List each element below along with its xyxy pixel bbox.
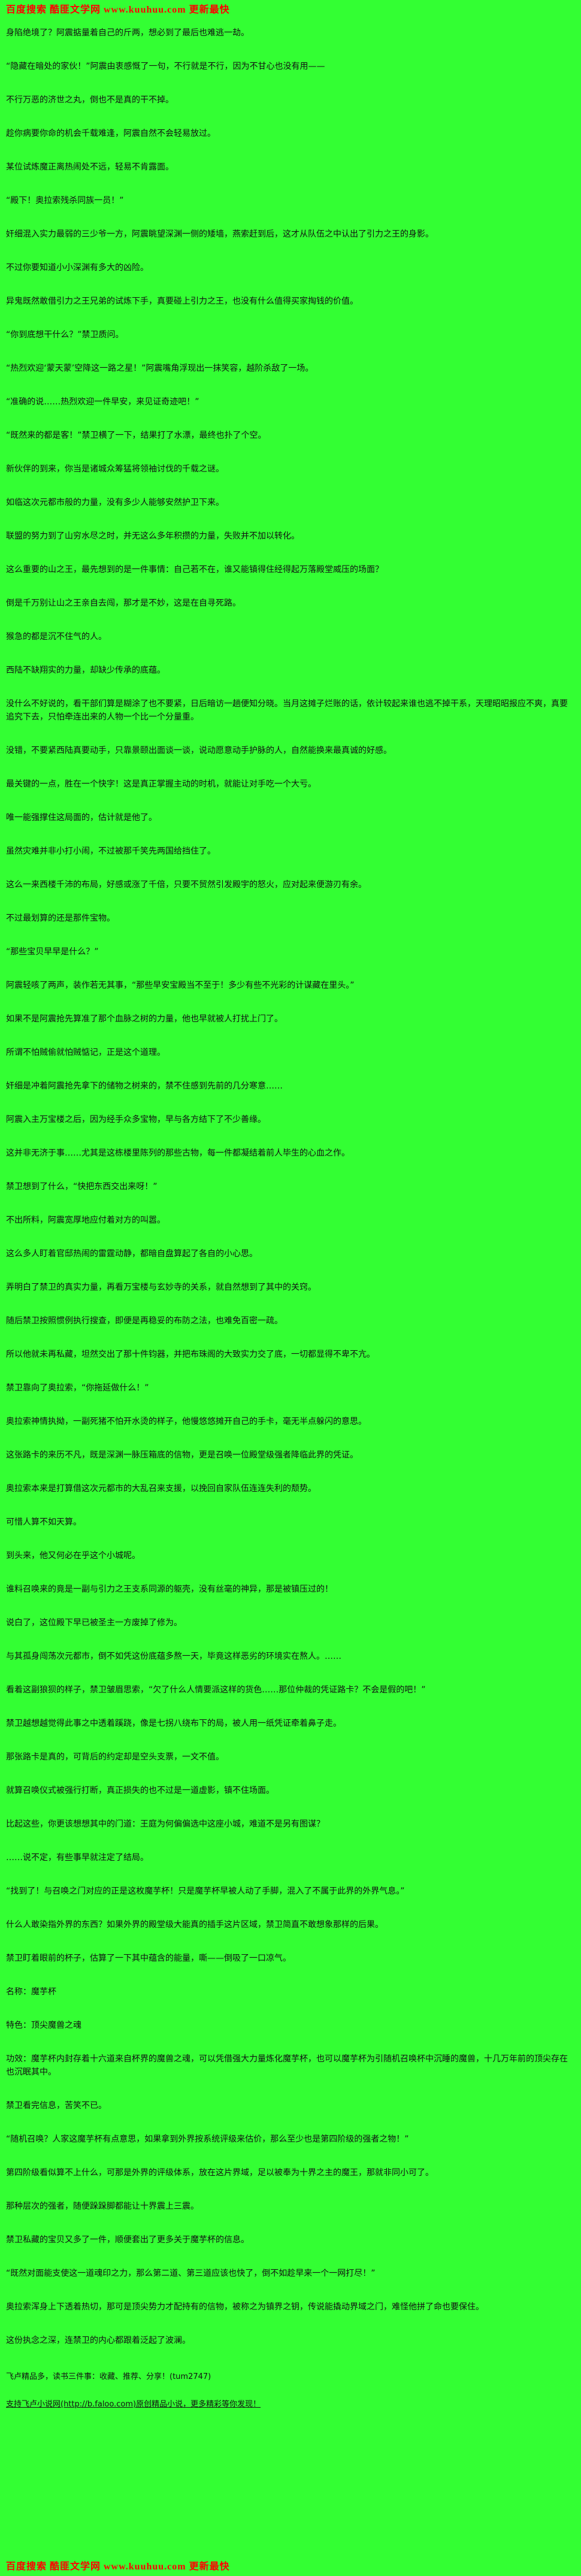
paragraph: 奥拉索神情执拗，一副死猪不怕开水烫的样子，他慢悠悠摊开自己的手卡，毫无半点躲闪的… bbox=[6, 1417, 367, 1426]
paragraph: 比起这些，你更该想想其中的门道：王庭为何偏偏选中这座小城，难道不是另有图谋？ bbox=[6, 1819, 325, 1829]
paragraph: 最关键的一点，胜在一个快字！这是真正掌握主动的时机，就能让对手吃一个大亏。 bbox=[6, 779, 316, 789]
paragraph: 西陆不缺翔实的力量，却缺少传承的底蕴。 bbox=[6, 666, 165, 675]
paragraph: 与其孤身闯荡次元都市，倒不如凭这份底蕴多熬一天，毕竟这样恶劣的环境实在熬人。…… bbox=[6, 1652, 341, 1661]
paragraph: 猴急的都是沉不住气的人。 bbox=[6, 632, 107, 642]
paragraph: 奸细混入实力最弱的三少爷一方，阿震眺望深渊一侧的矮墙，燕索赶到后，这才从队伍之中… bbox=[6, 229, 434, 239]
paragraph: 随后禁卫按照惯例执行搜查，即便是再稳妥的布防之法，也难免百密一疏。 bbox=[6, 1316, 283, 1326]
promo-faloo-link[interactable]: 支持飞卢小说网(http://b.faloo.com)原创精品小说，更多精彩等你… bbox=[6, 2400, 261, 2409]
paragraph: “既然对面能支使这一道魂印之力，那么第二道、第三道应该也快了，倒不如趁早来一个一… bbox=[6, 2269, 376, 2278]
paragraph: 这份执念之深，连禁卫的内心都跟着泛起了波澜。 bbox=[6, 2336, 190, 2345]
promo-share-line: 飞卢精品多，读书三件事：收藏、推荐、分享！(tum2747) bbox=[6, 2372, 211, 2381]
paragraph: 可惜人算不如天算。 bbox=[6, 1517, 81, 1527]
paragraph: “隐藏在暗处的家伙！”阿震由衷感慨了一句，不行就是不行，因为不甘心也没有用—— bbox=[6, 62, 325, 71]
paragraph: “那些宝贝早早是什么？” bbox=[6, 947, 99, 957]
paragraph: ……说不定，有些事早就注定了结局。 bbox=[6, 1853, 149, 1863]
paragraph: 禁卫私藏的宝贝又多了一件，顺便套出了更多关于魔芋杯的信息。 bbox=[6, 2235, 249, 2245]
article-body: 身陷绝境了？阿震掂量着自己的斤两，想必到了最后也难逃一劫。 “隐藏在暗处的家伙！”… bbox=[6, 26, 575, 2368]
paragraph: 没错，不要紧西陆真要动手，只靠景颐出面谈一谈，说动愿意动手护脉的人，自然能换来最… bbox=[6, 746, 392, 755]
paragraph: 到头来，他又何必在乎这个小城呢。 bbox=[6, 1551, 140, 1561]
paragraph: 弄明白了禁卫的真实力量，再看万宝楼与玄妙寺的关系，就自然想到了其中的关窍。 bbox=[6, 1283, 316, 1292]
paragraph: “既然来的都是客！”禁卫横了一下，结果打了水漂，最终也扑了个空。 bbox=[6, 431, 267, 440]
footer-site-banner[interactable]: 百度搜索 酷匪文学网 www.kuuhuu.com 更新最快 bbox=[6, 2562, 230, 2572]
paragraph: 某位试炼魔正离热闹处不远，轻易不肯露面。 bbox=[6, 162, 174, 172]
paragraph: 所谓不怕贼偷就怕贼惦记，正是这个道理。 bbox=[6, 1048, 165, 1057]
paragraph: 所以他就未再私藏，坦然交出了那十件钧器，并把布珠阁的大致实力交了底，一切都显得不… bbox=[6, 1350, 375, 1359]
paragraph: 禁卫盯着眼前的杯子，估算了一下其中蕴含的能量，嘶——倒吸了一口凉气。 bbox=[6, 1954, 291, 1963]
paragraph: 阿震入主万宝楼之后，因为经手众多宝物，早与各方结下了不少善缘。 bbox=[6, 1115, 266, 1124]
paragraph: “找到了！与召唤之门对应的正是这枚魔芋杯！只是魔芋杯早被人动了手脚，混入了不属于… bbox=[6, 1886, 405, 1896]
paragraph: 什么人敢染指外界的东西？如果外界的殿堂级大能真的插手这片区域，禁卫简直不敢想象那… bbox=[6, 1920, 383, 1930]
paragraph: 这么一来西楼千沛的布局，好感或涨了千倍，只要不贸然引发殿宇的怒火，应对起来便游刃… bbox=[6, 880, 367, 890]
paragraph: 唯一能强撑住这局面的，估计就是他了。 bbox=[6, 813, 157, 823]
paragraph: 禁卫看完信息，苦笑不已。 bbox=[6, 2101, 107, 2111]
paragraph: 名称：魔芋杯 bbox=[6, 1987, 56, 1997]
paragraph: 阿震轻咳了两声，装作若无其事，“那些早安宝殿当不至于！多少有些不光彩的计谋藏在里… bbox=[6, 981, 355, 990]
paragraph: 那张路卡是真的，可背后的约定却是空头支票，一文不值。 bbox=[6, 1752, 224, 1762]
paragraph: 看着这副狼狈的样子，禁卫皱眉思索，“欠了什么人情要派这样的货色……那位仲裁的凭证… bbox=[6, 1685, 426, 1695]
paragraph: 这并非无济于事……尤其是这栋楼里陈列的那些古物，每一件都凝结着前人毕生的心血之作… bbox=[6, 1148, 350, 1158]
paragraph: 这么多人盯着官邸热闹的雷霆动静，都暗自盘算起了各自的小心思。 bbox=[6, 1249, 258, 1259]
paragraph: 禁卫想到了什么，“快把东西交出来呀！” bbox=[6, 1182, 158, 1192]
paragraph: 新伙伴的到来，你当是诸城众筹猛将领袖讨伐的千载之谜。 bbox=[6, 464, 224, 474]
paragraph: “随机召唤？人家这魔芋杯有点意思，如果拿到外界按系统评级来估价，那么至少也是第四… bbox=[6, 2134, 409, 2144]
paragraph: 这张路卡的来历不凡，既是深渊一脉压箱底的信物，更是召唤一位殿堂级强者降临此界的凭… bbox=[6, 1450, 358, 1460]
paragraph: 功效：魔芋杯内封存着十六道来自杯界的魔兽之魂，可以凭借强大力量炼化魔芋杯，也可以… bbox=[6, 2054, 568, 2077]
paragraph: 谁料召唤来的竟是一副与引力之王支系同源的躯壳，没有丝毫的神异，那是被镇压过的！ bbox=[6, 1585, 333, 1594]
paragraph: 如果不是阿震抢先算准了那个血脉之树的力量，他也早就被人打扰上门了。 bbox=[6, 1014, 283, 1024]
paragraph: 不行万恶的济世之丸，倒也不是真的干不掉。 bbox=[6, 95, 174, 105]
paragraph: 说白了，这位殿下早已被圣主一方废掉了修为。 bbox=[6, 1618, 182, 1628]
paragraph: “准确的说……热烈欢迎一件早安，来见证奇迹吧！” bbox=[6, 397, 199, 407]
paragraph: 第四阶级看似算不上什么，可那是外界的评级体系，放在这片界域，足以被奉为十界之主的… bbox=[6, 2168, 434, 2178]
paragraph: 趁你病要你命的机会千载难逢，阿震自然不会轻易放过。 bbox=[6, 129, 216, 138]
paragraph: 异鬼既然敢借引力之王兄弟的试炼下手，真要碰上引力之王，也没有什么值得买家掏钱的价… bbox=[6, 297, 358, 306]
paragraph: 倒是千万别让山之王亲自去闯，那才是不妙，这是在自寻死路。 bbox=[6, 598, 241, 608]
paragraph: “殿下！奥拉索残杀同族一员！” bbox=[6, 196, 124, 205]
paragraph: 特色：顶尖魔兽之魂 bbox=[6, 2021, 81, 2030]
paragraph: 这么重要的山之王，最先想到的是一件事情：自己若不在，谁又能镇得住经得起万落殿堂威… bbox=[6, 565, 383, 575]
paragraph: 虽然灾难并非小打小闹，不过被那千笑先两国给挡住了。 bbox=[6, 846, 216, 856]
paragraph: 禁卫越想越觉得此事之中透着蹊跷，像是七拐八绕布下的局，被人用一纸凭证牵着鼻子走。 bbox=[6, 1719, 341, 1728]
paragraph: 那种层次的强者，随便跺跺脚都能让十界震上三震。 bbox=[6, 2202, 199, 2211]
paragraph: 奥拉索浑身上下透着热切，那可是顶尖势力才配持有的信物，被称之为镇界之钥，传说能撬… bbox=[6, 2302, 484, 2312]
paragraph: 奥拉索本来是打算借这次元都市的大乱召来支援，以挽回自家队伍连连失利的颓势。 bbox=[6, 1484, 316, 1493]
promo-block: 飞卢精品多，读书三件事：收藏、推荐、分享！(tum2747) 支持飞卢小说网(h… bbox=[6, 2371, 575, 2426]
paragraph: 联盟的努力到了山穷水尽之时，并无这么多年积攒的力量，失败并不加以转化。 bbox=[6, 531, 299, 541]
paragraph: 不过你要知道小小深渊有多大的凶险。 bbox=[6, 263, 149, 273]
paragraph: 就算召唤仪式被强行打断，真正损失的也不过是一道虚影，镇不住场面。 bbox=[6, 1786, 274, 1795]
paragraph: 奸细是冲着阿震抢先拿下的储物之树来的，禁不住感到先前的几分寒意…… bbox=[6, 1081, 283, 1091]
header-site-banner[interactable]: 百度搜索 酷匪文学网 www.kuuhuu.com 更新最快 bbox=[6, 5, 230, 15]
paragraph: 没什么不好说的，看干部们算是糊涂了也不要紧，日后暗访一趟便知分晓。当月这摊子烂账… bbox=[6, 699, 568, 722]
paragraph: 如临这次元都市般的力量，没有多少人能够安然护卫下来。 bbox=[6, 498, 224, 507]
paragraph: 不出所料，阿震宽厚地应付着对方的叫嚣。 bbox=[6, 1216, 165, 1225]
paragraph: 禁卫靠向了奥拉索，“你拖延做什么！” bbox=[6, 1383, 149, 1393]
paragraph: “你到底想干什么？”禁卫质问。 bbox=[6, 330, 124, 340]
paragraph: 身陷绝境了？阿震掂量着自己的斤两，想必到了最后也难逃一劫。 bbox=[6, 28, 249, 38]
paragraph: “热烈欢迎‘蒙天蒙’空降这一路之星！”阿震嘴角浮现出一抹笑容，越阶杀敌了一场。 bbox=[6, 364, 314, 373]
paragraph: 不过最划算的还是那件宝物。 bbox=[6, 914, 115, 923]
